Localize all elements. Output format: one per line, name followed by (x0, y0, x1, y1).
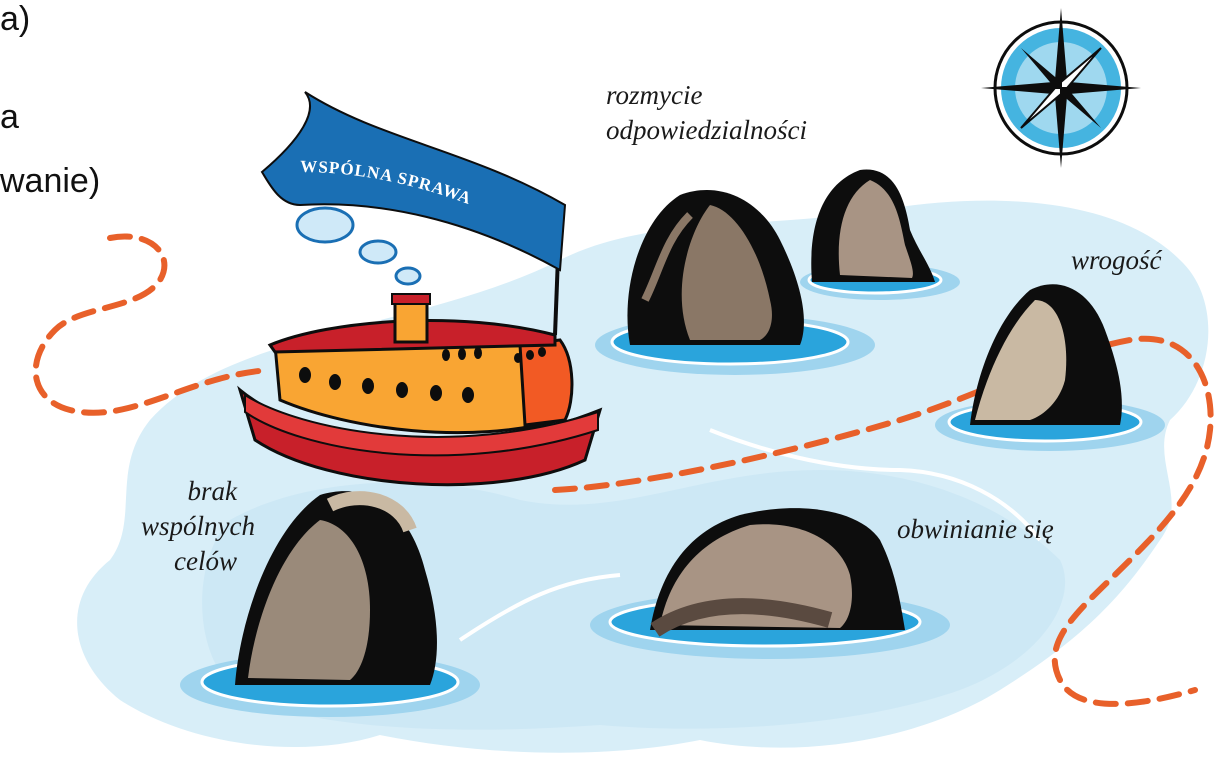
rock-rozmycie (595, 169, 960, 375)
label-obwinianie: obwinianie się (897, 514, 1054, 544)
slide-text-line-3: wanie) (0, 162, 101, 200)
rock-brak (180, 491, 480, 717)
cloud-icon (295, 206, 422, 286)
slide-text-line-2: a (0, 98, 19, 136)
compass-icon (981, 8, 1141, 168)
label-rozmycie: rozmycie odpowiedzialności (606, 80, 807, 146)
flag-banner: WSPÓLNA SPRAWA (260, 91, 567, 272)
rock-obwinianie (590, 508, 950, 659)
rock-wrogosc (935, 284, 1165, 451)
route-line (32, 233, 1214, 707)
label-brak: brak wspólnych celów (141, 476, 255, 577)
slide-text-line-1: a) (0, 0, 31, 38)
ship-icon (237, 204, 603, 487)
label-wrogosc: wrogość (1071, 245, 1162, 275)
